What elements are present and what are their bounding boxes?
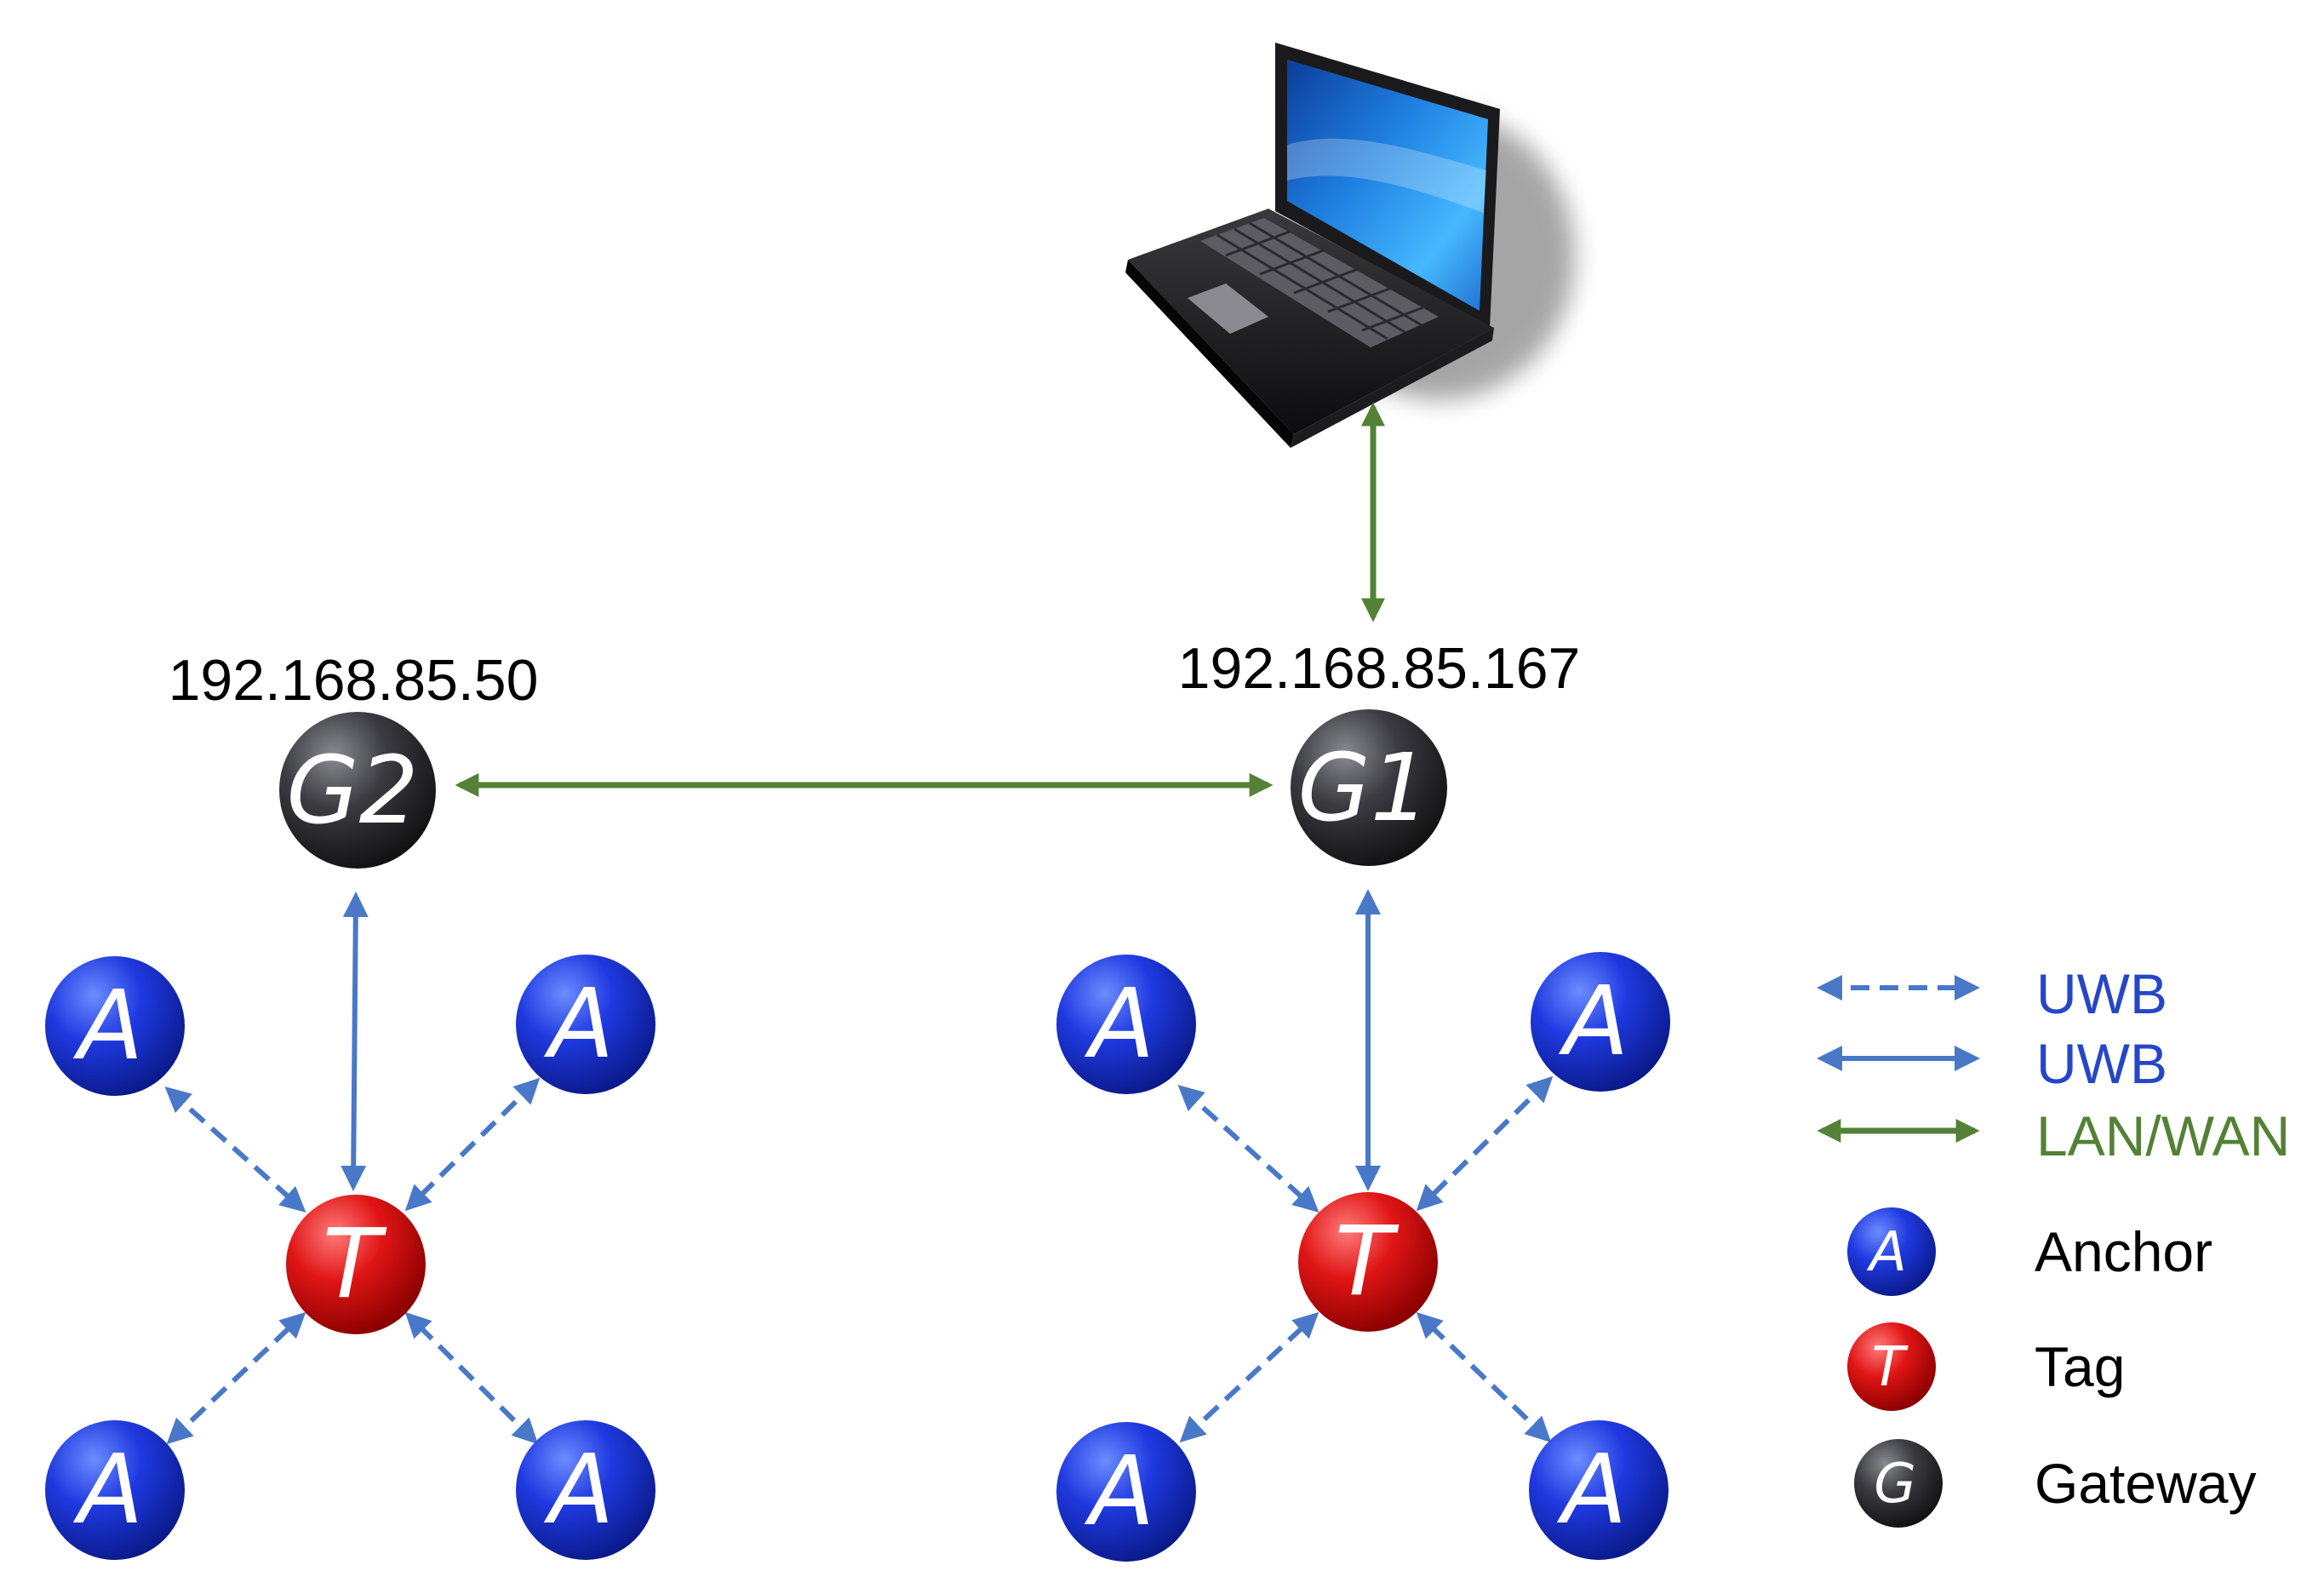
svg-text:A: A (1085, 969, 1155, 1080)
anchor-right-br: A (1529, 1420, 1669, 1560)
svg-text:A: A (73, 1435, 144, 1545)
tag-icon (286, 1195, 426, 1334)
gateway-icon (279, 712, 436, 869)
laptop-icon (1125, 43, 1575, 448)
anchor-right-bl: A (1056, 1422, 1196, 1562)
svg-text:A: A (73, 971, 144, 1081)
anchor-left-tl: A (45, 956, 185, 1096)
anchor-icon (45, 956, 185, 1096)
svg-text:A: A (544, 1435, 615, 1545)
tag-icon (1847, 1322, 1936, 1411)
anchor-left-tr: A (516, 955, 655, 1094)
legend-gateway-label: Gateway (2035, 1452, 2256, 1515)
uwb-link-left-bl (166, 1311, 306, 1445)
uwb-link-left-br (404, 1311, 539, 1445)
anchor-right-tl: A (1056, 955, 1196, 1094)
gateway-icon (1854, 1439, 1943, 1528)
svg-text:A: A (1085, 1436, 1155, 1547)
legend-uwb-solid-label: UWB (2036, 1032, 2167, 1095)
uwb-link-right-bl (1179, 1311, 1319, 1443)
anchor-icon (1529, 1420, 1669, 1560)
tag-right: T (1298, 1192, 1438, 1332)
legend-anchor-label: Anchor (2035, 1220, 2212, 1283)
tag-left: T (286, 1195, 426, 1334)
uwb-link-right-tr (1416, 1075, 1554, 1212)
gateway-g2: G2 (279, 712, 436, 869)
uwb-link-right-tl (1177, 1084, 1319, 1213)
anchor-left-br: A (516, 1420, 655, 1560)
tag-icon (1298, 1192, 1438, 1332)
anchor-icon (516, 955, 655, 1094)
legend-gateway-symbol: G (1874, 1453, 1916, 1516)
legend: UWB UWB LAN/WAN A Anchor T Tag G Gateway (1817, 962, 2290, 1528)
svg-text:A: A (1559, 966, 1629, 1077)
uwb-link-left-tl (164, 1087, 306, 1213)
gateway-g1-label: G1 (1297, 733, 1429, 842)
gateway-g1: G1 (1291, 709, 1447, 866)
svg-text:A: A (544, 969, 615, 1080)
anchor-icon (45, 1420, 185, 1560)
legend-uwb-dashed-label: UWB (2036, 962, 2167, 1025)
legend-tag-label: Tag (2035, 1335, 2125, 1398)
anchor-icon (516, 1420, 655, 1560)
anchor-left-bl: A (45, 1420, 185, 1560)
gateway-icon (1291, 709, 1447, 866)
svg-text:T: T (1335, 1207, 1400, 1317)
gateway-g1-ip: 192.168.85.167 (1178, 636, 1581, 701)
anchor-right-tr: A (1531, 952, 1670, 1092)
anchor-icon (1847, 1207, 1936, 1296)
anchor-icon (1531, 952, 1670, 1092)
svg-text:A: A (1557, 1435, 1628, 1545)
anchor-icon (1056, 1422, 1196, 1562)
legend-lan-label: LAN/WAN (2036, 1104, 2290, 1167)
gateway-g2-ip: 192.168.85.50 (169, 648, 539, 713)
gateway-g2-label: G2 (286, 736, 418, 845)
legend-anchor-symbol: A (1866, 1221, 1907, 1284)
anchor-icon (1056, 955, 1196, 1094)
uwb-link-left-tr (404, 1077, 541, 1212)
uwb-link-t-g2 (341, 892, 369, 1191)
legend-tag-symbol: T (1871, 1336, 1909, 1399)
uwb-link-right-br (1416, 1311, 1552, 1443)
svg-text:T: T (323, 1209, 387, 1320)
